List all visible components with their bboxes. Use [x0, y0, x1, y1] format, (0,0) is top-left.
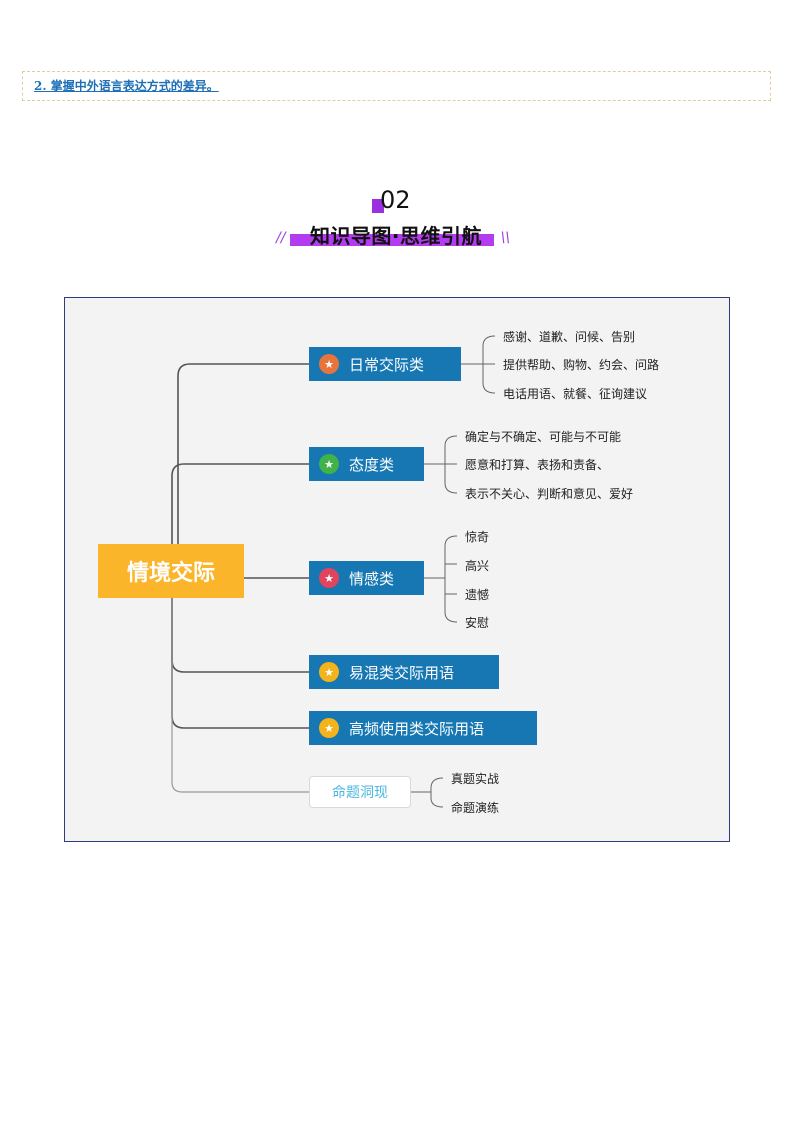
branch-attitude: ★ 态度类: [309, 447, 424, 481]
mind-map: 情境交际 ★ 日常交际类 ★ 态度类 ★ 情感类 ★ 易混类交际用语 ★ 高频使…: [64, 297, 730, 842]
section-heading: // 知识导图·思维引航 \\: [276, 220, 516, 250]
section-number-text: 02: [380, 186, 411, 214]
star-icon: ★: [319, 568, 339, 588]
star-icon: ★: [319, 454, 339, 474]
branch-label: 情感类: [349, 569, 395, 588]
section-title: 知识导图·思维引航: [309, 224, 483, 248]
branch-label: 高频使用类交际用语: [349, 719, 485, 738]
leaf-item: 电话用语、就餐、征询建议: [503, 387, 648, 401]
leaf-item: 提供帮助、购物、约会、问路: [503, 358, 660, 372]
section-title-highlight: [290, 234, 494, 246]
leaf-item: 命题演练: [451, 801, 500, 815]
branch-high-frequency-expressions: ★ 高频使用类交际用语: [309, 711, 537, 745]
section-number: 02: [372, 186, 432, 218]
branch-label: 命题洞现: [332, 785, 388, 801]
learning-goal-box: 2. 掌握中外语言表达方式的差异。: [22, 71, 771, 101]
star-icon: ★: [319, 354, 339, 374]
branch-confusable-expressions: ★ 易混类交际用语: [309, 655, 499, 689]
section-number-marker: [372, 199, 384, 213]
leaf-item: 确定与不确定、可能与不可能: [465, 430, 622, 444]
slash-right-decoration: \\: [500, 230, 510, 246]
leaf-item: 惊奇: [465, 530, 490, 544]
branch-label: 态度类: [349, 455, 395, 474]
mind-map-connectors: [171, 335, 496, 808]
leaf-item: 遗憾: [465, 588, 490, 602]
leaf-item: 安慰: [465, 616, 490, 630]
star-icon: ★: [319, 718, 339, 738]
leaf-item: 真题实战: [451, 772, 500, 786]
branch-emotion: ★ 情感类: [309, 561, 424, 595]
leaf-item: 愿意和打算、表扬和责备、: [465, 458, 610, 472]
star-icon: ★: [319, 662, 339, 682]
branch-label: 日常交际类: [349, 355, 425, 374]
slash-left-decoration: //: [276, 230, 286, 246]
leaf-item: 表示不关心、判断和意见、爱好: [465, 487, 634, 501]
branch-label: 易混类交际用语: [349, 663, 455, 682]
leaf-item: 感谢、道歉、问候、告别: [503, 330, 636, 344]
branch-daily-communication: ★ 日常交际类: [309, 347, 461, 381]
branch-exam-insight: 命题洞现: [309, 776, 411, 808]
mind-map-root: 情境交际: [98, 544, 244, 598]
leaf-item: 高兴: [465, 559, 490, 573]
learning-goal-text[interactable]: 2. 掌握中外语言表达方式的差异。: [34, 79, 219, 93]
